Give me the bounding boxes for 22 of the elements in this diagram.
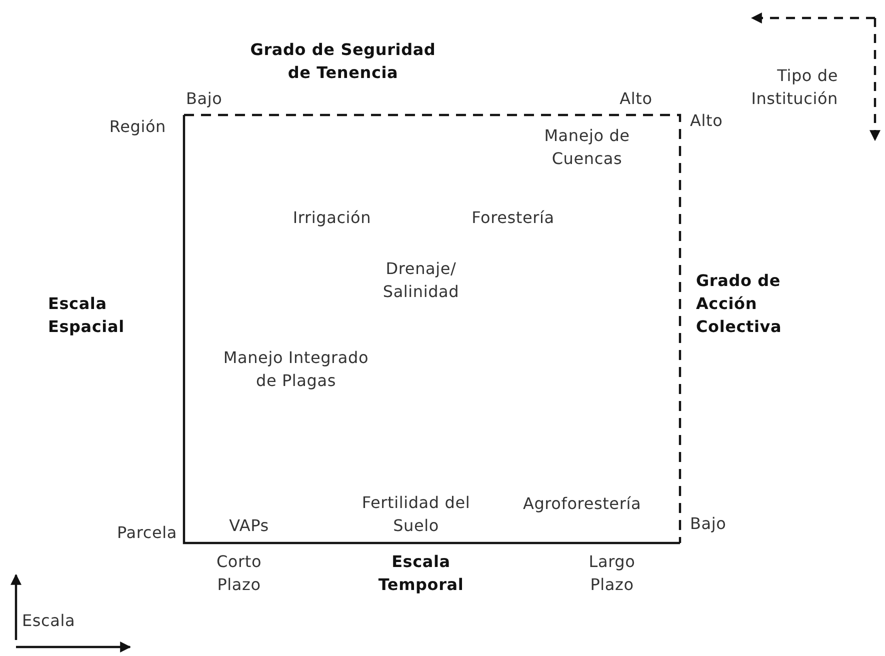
axis-title: Escala bbox=[22, 610, 76, 632]
activity-label: VAPs bbox=[228, 515, 270, 537]
axis-end-label: Corto Plazo bbox=[215, 551, 263, 596]
activity-label: Irrigación bbox=[292, 207, 372, 229]
axis-end-label: Alto bbox=[618, 88, 654, 110]
activity-label: Agroforestería bbox=[522, 493, 642, 515]
axis-title: Grado de Seguridad de Tenencia bbox=[249, 39, 437, 84]
activity-label: Forestería bbox=[470, 207, 556, 229]
axis-title: Grado de Acción Colectiva bbox=[696, 270, 783, 338]
axis-title: Escala Espacial bbox=[48, 293, 126, 338]
axis-end-label: Región bbox=[108, 116, 166, 138]
activity-label: Manejo Integrado de Plagas bbox=[222, 347, 370, 392]
axis-end-label: Largo Plazo bbox=[588, 551, 636, 596]
axis-end-label: Alto bbox=[690, 110, 724, 132]
axis-title: Tipo de Institución bbox=[750, 65, 838, 110]
axis-title: Escala Temporal bbox=[377, 551, 465, 596]
activity-label: Fertilidad del Suelo bbox=[360, 492, 472, 537]
axis-end-label: Bajo bbox=[186, 88, 224, 110]
activity-label: Drenaje/ Salinidad bbox=[382, 258, 460, 303]
activity-label: Manejo de Cuencas bbox=[543, 125, 631, 170]
axis-end-label: Parcela bbox=[116, 522, 177, 544]
axis-end-label: Bajo bbox=[690, 513, 728, 535]
